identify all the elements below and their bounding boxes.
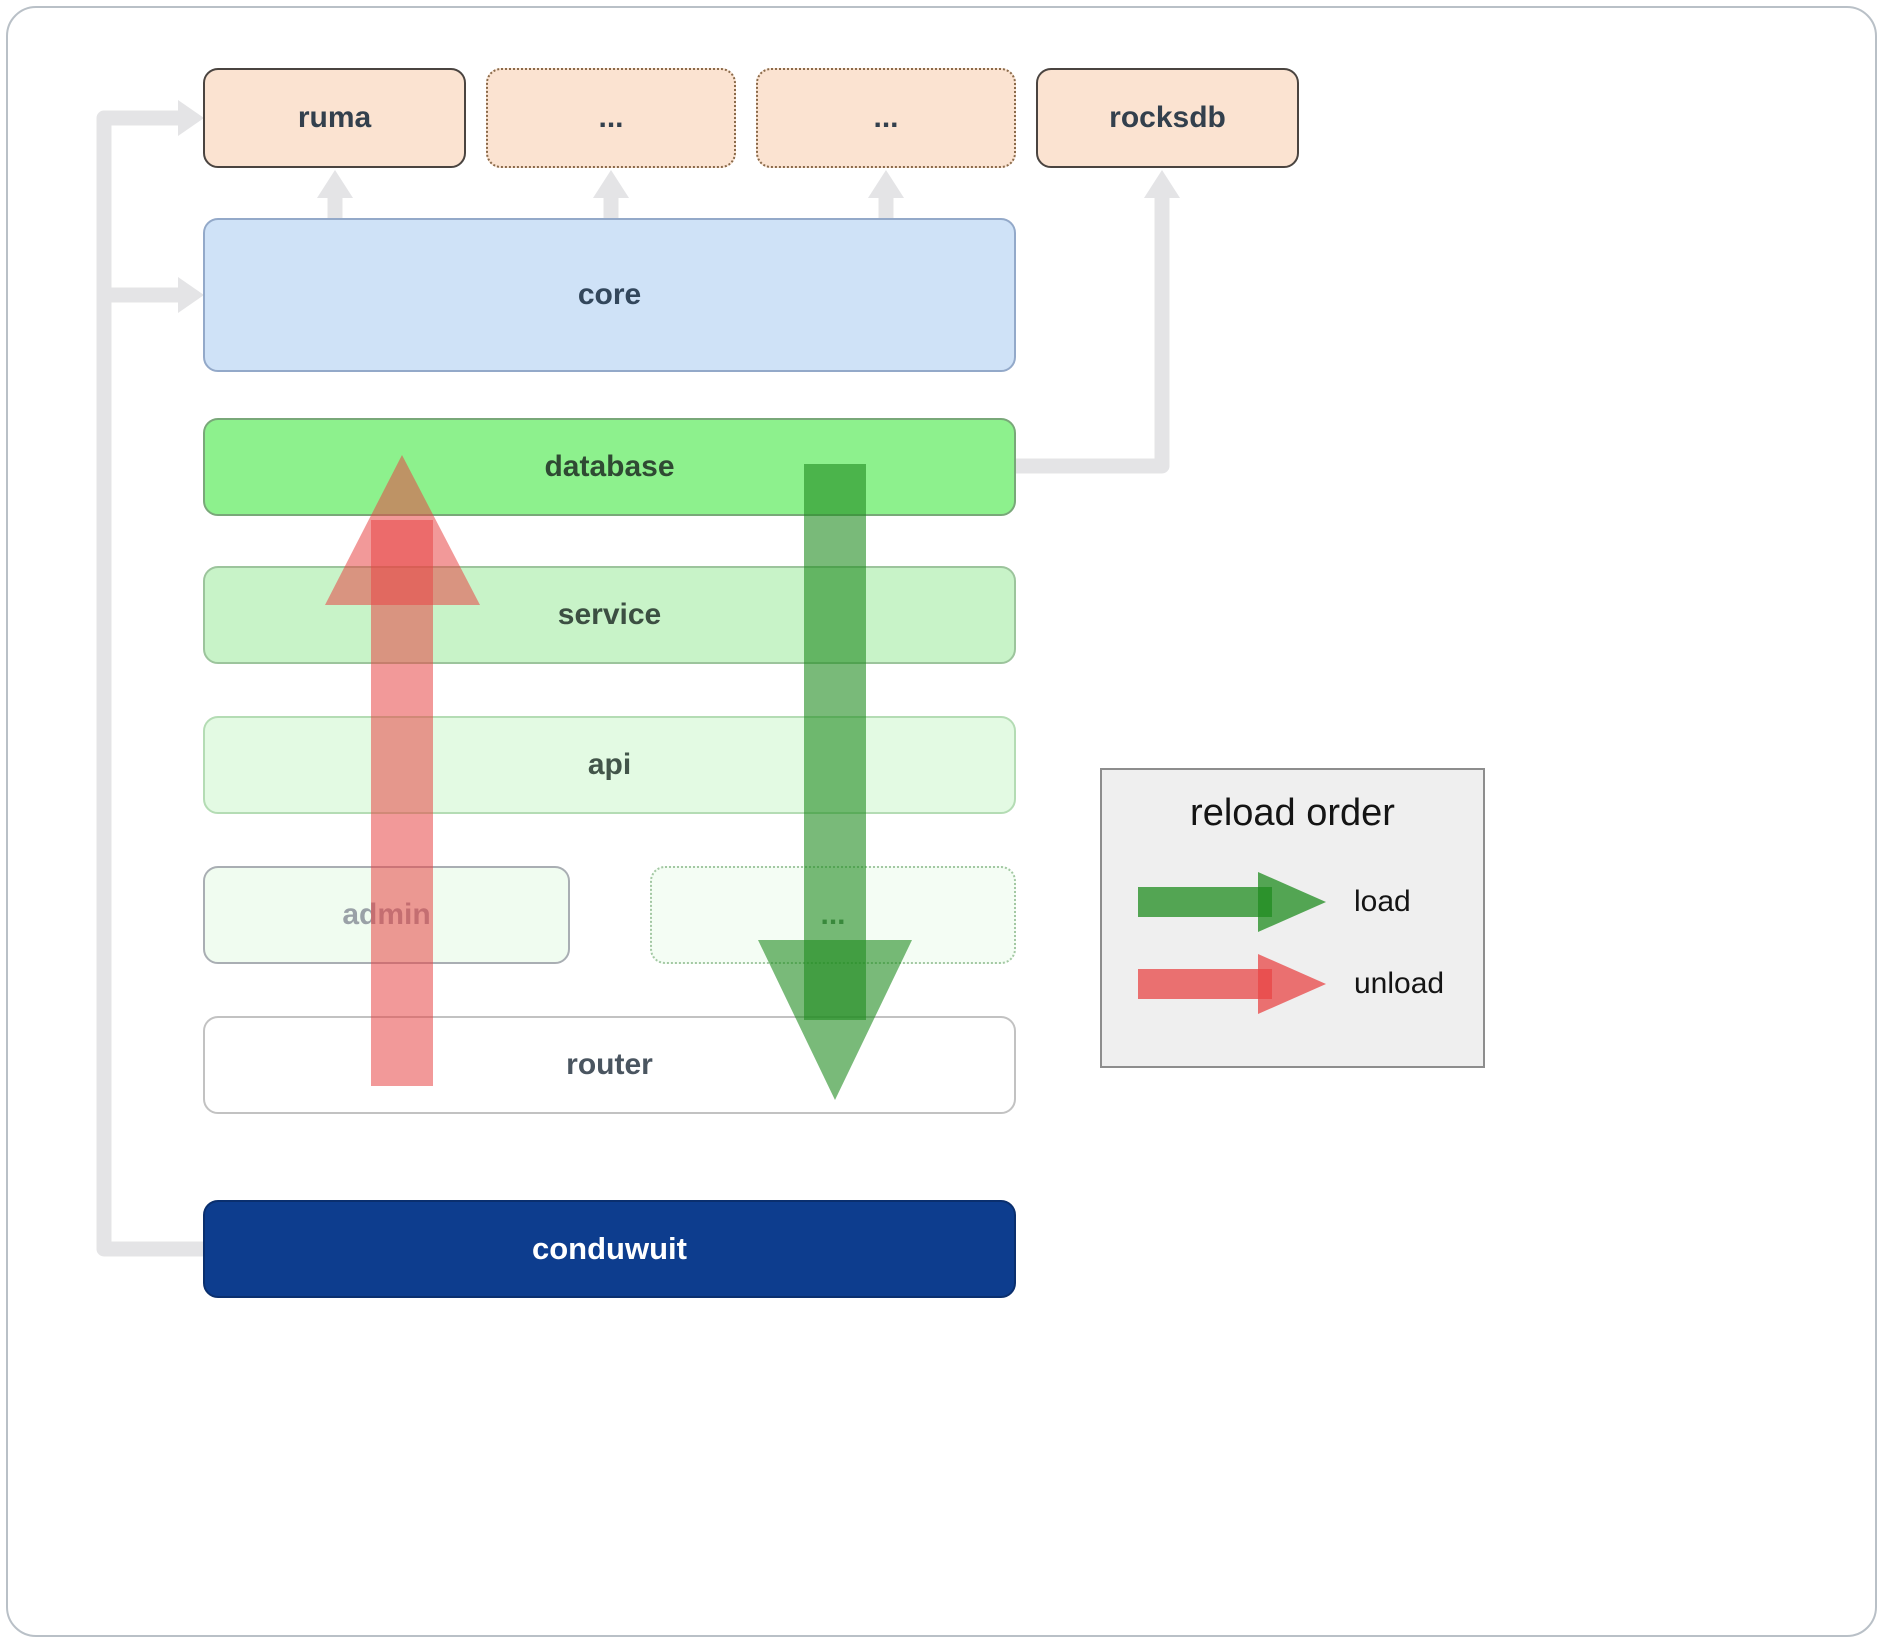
- legend-unload-label: unload: [1354, 967, 1445, 1000]
- legend-load-arrow-icon: [1138, 872, 1326, 932]
- legend-unload-arrow-icon: [1138, 954, 1326, 1014]
- node-service: service: [203, 566, 1016, 664]
- legend-load-label: load: [1354, 885, 1411, 918]
- node-admin: admin: [203, 866, 570, 964]
- node-api: api: [203, 716, 1016, 814]
- outer-frame: [6, 6, 1877, 1637]
- node-dependency-a: ...: [486, 68, 736, 168]
- node-core: core: [203, 218, 1016, 372]
- node-rocksdb: rocksdb: [1036, 68, 1299, 168]
- node-ruma: ruma: [203, 68, 466, 168]
- node-dependency-b: ...: [756, 68, 1016, 168]
- node-conduwuit: conduwuit: [203, 1200, 1016, 1298]
- node-api-other: ...: [650, 866, 1016, 964]
- legend: reload order load unload: [1100, 768, 1485, 1068]
- node-database: database: [203, 418, 1016, 516]
- legend-title: reload order: [1190, 792, 1395, 834]
- node-router: router: [203, 1016, 1016, 1114]
